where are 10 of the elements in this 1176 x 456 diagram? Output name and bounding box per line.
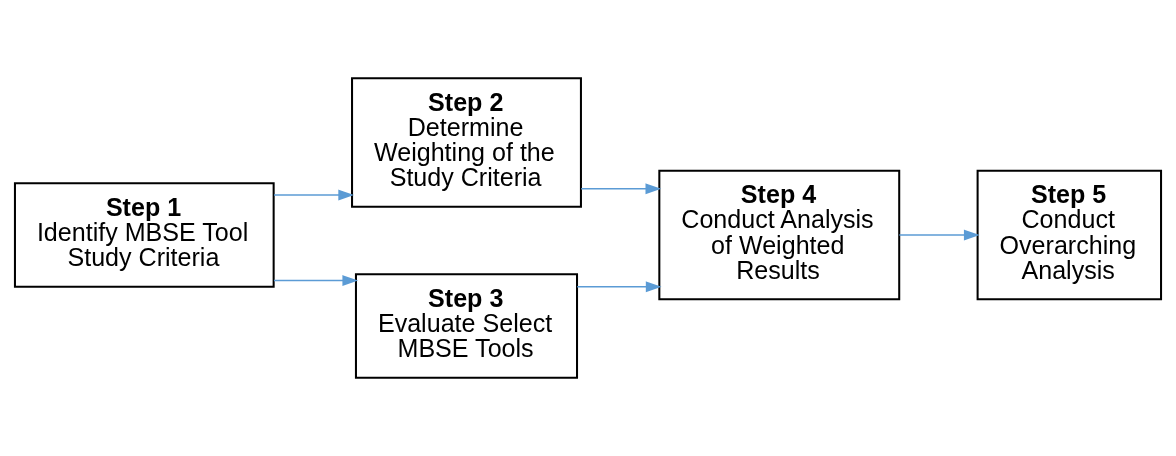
arrow [580, 183, 662, 195]
node-box: Step 1 Identify MBSE Tool Study Criteria [13, 182, 275, 288]
arrow [898, 229, 980, 241]
arrow [576, 281, 662, 293]
node-box: Step 4 Conduct Analysis of Weighted Results [658, 169, 901, 301]
node-box: Step 2 Determine Weighting of the Study Criteria [351, 77, 582, 208]
node-box: Step 5 Conduct Overarching Analysis [976, 169, 1163, 301]
node-box: Step 3 Evaluate Select MBSE Tools [354, 273, 579, 379]
arrow [273, 189, 355, 201]
arrow [273, 275, 359, 286]
